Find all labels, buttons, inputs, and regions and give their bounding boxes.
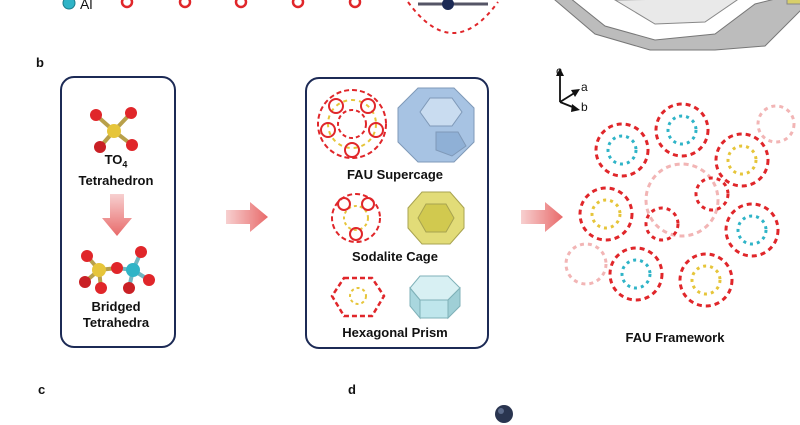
ring-fragment [407, 0, 499, 34]
panel-label-d: d [348, 382, 356, 397]
down-arrow [102, 194, 132, 236]
al-legend-dot [62, 0, 76, 10]
axis-b-label: b [581, 100, 588, 114]
panel-label-b: b [36, 55, 44, 70]
atom-sphere-fragment [495, 405, 513, 423]
to4-tetrahedron-model [90, 107, 138, 153]
axis-arrows [556, 68, 580, 112]
polyhedron-fragment [554, 0, 800, 51]
to4-line2: Tetrahedron [78, 172, 154, 188]
fau-framework-model [564, 102, 796, 308]
to4-caption: TO4 Tetrahedron [66, 152, 166, 189]
supercage-ring-model [317, 89, 387, 159]
oxygen-ring-row [120, 0, 362, 9]
prism-polyhedron [409, 275, 461, 320]
supercage-caption: FAU Supercage [346, 167, 444, 182]
panel-label-c: c [38, 382, 46, 397]
axis-a-label: a [581, 80, 588, 94]
bridged-tetrahedra-model [79, 246, 155, 294]
bridged-caption: Bridged Tetrahedra [66, 299, 166, 331]
bridged-line2: Tetrahedra [82, 315, 150, 330]
sodalite-ring-model [331, 193, 381, 243]
al-legend-label: Al [80, 0, 93, 12]
bridged-line1: Bridged [91, 299, 141, 314]
fau-framework-caption: FAU Framework [625, 330, 725, 345]
sodalite-caption: Sodalite Cage [352, 249, 438, 264]
prism-caption: Hexagonal Prism [342, 325, 448, 340]
right-arrow-1 [226, 202, 268, 232]
supercage-polyhedron [397, 87, 475, 163]
right-arrow-2 [521, 202, 563, 232]
axis-triad: c a b [548, 62, 598, 114]
top-strip: Al [0, 0, 800, 60]
to4-subscript: 4 [122, 159, 128, 170]
axis-c-label: c [556, 64, 562, 78]
sodalite-polyhedron [407, 191, 465, 245]
prism-ring-model [330, 276, 386, 318]
to4-main: TO [104, 152, 123, 167]
